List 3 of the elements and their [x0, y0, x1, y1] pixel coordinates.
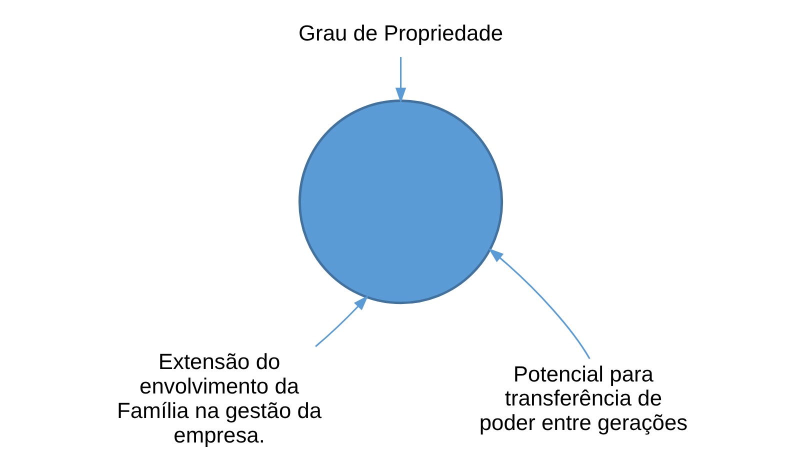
node-text: Potencial para transferência de poder entre gerações [479, 361, 688, 436]
node-text: Extensão do envolvimento da Família na gestão da empresa. [117, 349, 322, 448]
node-text: Grau de Propriedade [298, 20, 504, 46]
